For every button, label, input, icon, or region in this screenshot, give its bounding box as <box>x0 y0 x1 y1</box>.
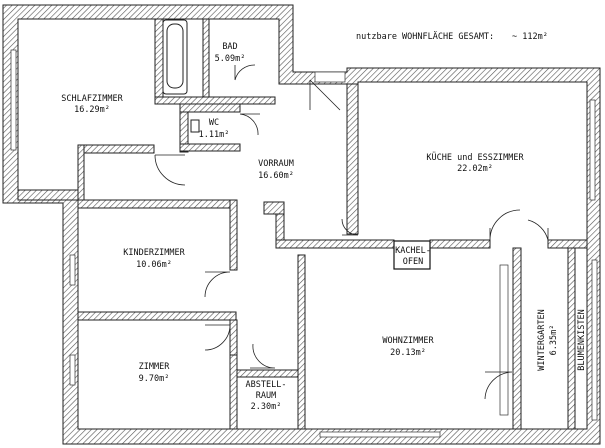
kachelofen-line1: KACHEL- <box>395 246 431 256</box>
doors <box>154 64 549 400</box>
room-area-wintergarten: 6.35m² <box>549 325 559 356</box>
room-area-zimmer: 9.70m² <box>139 374 170 384</box>
room-name-kueche: KÜCHE und ESSZIMMER <box>426 152 524 163</box>
total-area-label: nutzbare WOHNFLÄCHE GESAMT: <box>356 31 494 42</box>
room-area-wohnzimmer: 20.13m² <box>390 348 426 358</box>
room-name-vorraum: VORRAUM <box>258 159 294 169</box>
wc-fixture <box>190 119 200 133</box>
windows <box>10 49 598 438</box>
room-name-abstellraum-line1: ABSTELL- <box>246 380 287 390</box>
room-name-kinderzimmer: KINDERZIMMER <box>123 248 185 258</box>
room-area-wc: 1.11m² <box>199 130 230 140</box>
room-name-blumenkisten: BLUMENKISTEN <box>577 309 587 370</box>
kachelofen-line2: OFEN <box>403 257 423 267</box>
room-name-wintergarten: WINTERGARTEN <box>537 309 547 370</box>
room-name-wc: WC <box>209 118 219 128</box>
room-area-bad: 5.09m² <box>215 54 246 64</box>
room-name-zimmer: ZIMMER <box>139 362 171 372</box>
room-name-abstellraum-line2: RAUM <box>256 391 276 401</box>
room-name-schlafzimmer: SCHLAFZIMMER <box>61 94 123 104</box>
interior-walls <box>17 18 588 430</box>
room-area-vorraum: 16.60m² <box>258 171 294 181</box>
total-area-value: ~ 112m² <box>512 32 548 42</box>
room-area-kinderzimmer: 10.06m² <box>136 260 172 270</box>
room-name-bad: BAD <box>222 42 237 52</box>
room-area-abstellraum: 2.30m² <box>251 402 282 412</box>
room-area-schlafzimmer: 16.29m² <box>74 105 110 115</box>
kachelofen-box <box>393 240 431 270</box>
room-area-kueche: 22.02m² <box>457 164 493 174</box>
bathtub <box>162 19 188 95</box>
room-name-wohnzimmer: WOHNZIMMER <box>382 336 434 346</box>
